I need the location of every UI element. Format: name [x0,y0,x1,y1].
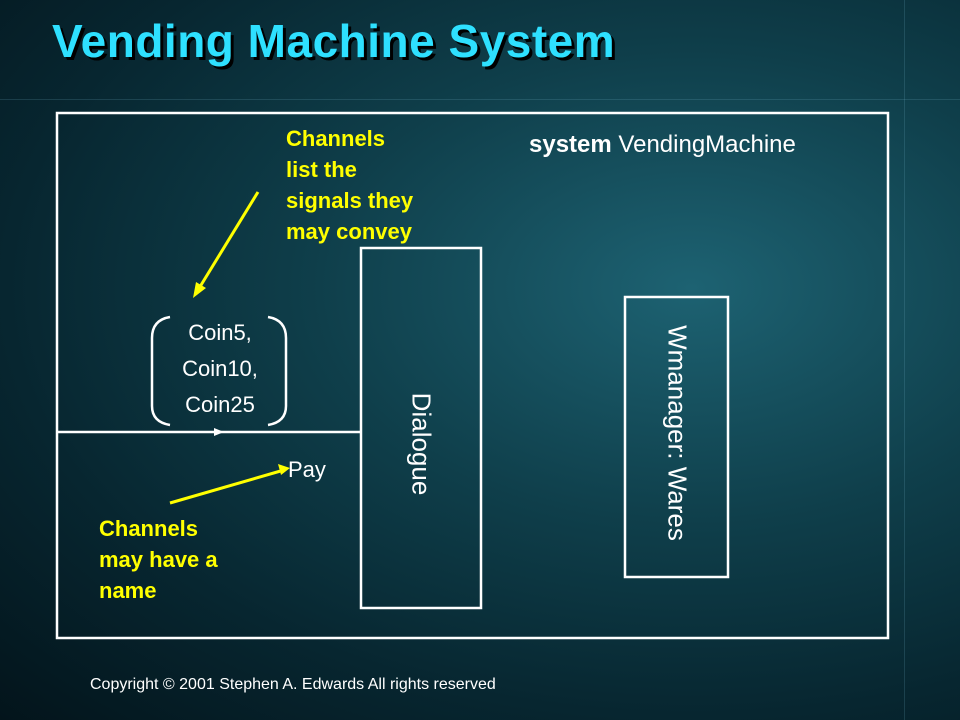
annotation-line: list the [286,157,357,182]
system-keyword: system [529,131,612,158]
dialogue-block [359,246,483,610]
wmanager-block-label: Wmanager: Wares [662,325,693,541]
signal-list: Coin5, Coin10, Coin25 [160,315,280,423]
signal-item: Coin10, [182,356,258,381]
signal-list-left-bracket [150,315,171,427]
signal-item: Coin25 [185,392,255,417]
background-line [0,99,960,100]
signals-annotation: Channels list the signals they may conve… [286,123,413,247]
system-name: VendingMachine [618,131,796,158]
signal-list-right-bracket [267,315,288,427]
annotation-line: Channels [286,126,386,151]
signals-note-pointer [196,191,260,291]
slide-title: Vending Machine System [52,15,616,67]
annotation-line: may convey [286,219,412,244]
background-line [904,0,905,720]
annotation-line: name [99,578,157,603]
name-note-pointer-head [278,464,290,475]
annotation-line: signals they [286,188,414,213]
name-annotation: Channels may have a name [99,513,218,606]
system-label: system VendingMachine [529,131,796,159]
system-boundary [55,111,890,640]
dialogue-block-label: Dialogue [406,392,437,496]
wmanager-block [623,295,730,579]
signals-note-pointer-head [193,282,206,298]
annotation-line: Channels [99,516,199,541]
name-note-pointer [169,468,285,505]
copyright-text: Copyright © 2001 Stephen A. Edwards All … [90,676,496,693]
channel-direction-arrowhead [214,428,224,436]
annotation-line: may have a [99,547,218,572]
channel-name-label: Pay [288,457,326,482]
signal-item: Coin5, [188,320,252,345]
